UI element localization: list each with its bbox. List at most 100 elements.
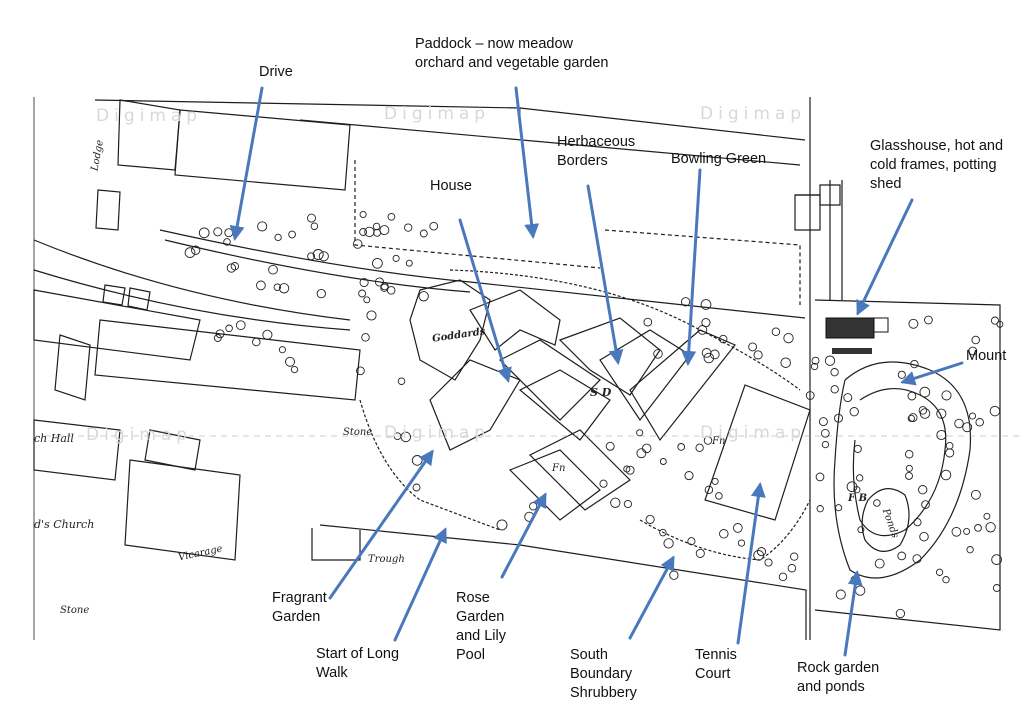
tree-symbol xyxy=(855,585,866,596)
tree-symbol xyxy=(715,492,723,500)
tree-symbol xyxy=(257,221,268,232)
tree-symbol xyxy=(764,558,773,567)
tree-symbol xyxy=(897,551,907,561)
tree-symbol xyxy=(701,348,712,358)
tree-symbol xyxy=(971,335,980,345)
tree-symbol xyxy=(908,318,919,329)
tree-symbol xyxy=(873,499,881,507)
tree-symbol xyxy=(262,329,273,340)
tree-symbol xyxy=(386,286,396,295)
tree-symbol xyxy=(811,356,820,365)
tree-symbol xyxy=(919,531,929,542)
tree-symbol xyxy=(853,444,862,453)
tree-symbol xyxy=(372,257,383,269)
tree-symbol xyxy=(936,429,947,441)
arrow-long-walk xyxy=(393,527,447,642)
label-tennis-court: Tennis Court xyxy=(695,647,737,682)
watermark: Digimap xyxy=(700,423,807,443)
tree-symbol xyxy=(288,230,296,239)
tree-symbol xyxy=(919,386,931,398)
watermark: Digimap xyxy=(700,104,807,124)
tree-symbol xyxy=(835,589,846,600)
tree-symbol xyxy=(968,412,977,420)
tree-symbol xyxy=(359,277,369,288)
tree-symbol xyxy=(412,483,421,492)
tree-symbol xyxy=(780,357,791,368)
arrow-tennis-court xyxy=(736,482,766,645)
tree-symbol xyxy=(225,324,233,333)
tree-symbol xyxy=(990,316,1000,325)
tree-symbol xyxy=(895,608,906,619)
tree-symbol xyxy=(278,283,290,294)
tree-symbol xyxy=(834,413,843,423)
tree-symbol xyxy=(641,443,652,454)
watermark: Digimap xyxy=(384,423,491,443)
map-text-sd: S D xyxy=(590,386,612,399)
watermark: Digimap xyxy=(86,425,193,445)
tree-symbol xyxy=(846,481,858,493)
tree-symbol xyxy=(659,528,667,537)
tree-symbol xyxy=(363,296,371,304)
tree-symbol xyxy=(970,489,981,500)
tree-symbol xyxy=(718,334,728,344)
tree-symbol xyxy=(610,497,621,508)
tree-symbol xyxy=(677,443,686,451)
tree-symbol xyxy=(945,448,955,458)
tree-symbol xyxy=(256,280,266,291)
glasshouse-block xyxy=(825,317,875,339)
tree-symbol xyxy=(910,359,919,369)
label-long-walk: Start of Long Walk xyxy=(316,646,400,681)
tree-symbol xyxy=(843,393,853,403)
tree-symbol xyxy=(364,226,375,238)
tree-symbol xyxy=(992,584,1001,592)
tree-symbol xyxy=(996,320,1004,328)
tree-symbol xyxy=(719,529,729,539)
tree-symbol xyxy=(687,537,696,546)
tree-symbol xyxy=(359,210,367,219)
tree-symbol xyxy=(936,408,947,419)
tree-symbol xyxy=(623,499,632,509)
tree-symbol xyxy=(700,299,712,310)
tree-symbol xyxy=(954,418,964,429)
tree-symbol xyxy=(935,568,944,576)
arrow-paddock xyxy=(514,86,540,239)
arrow-fragrant-garden xyxy=(328,449,434,600)
arrow-house xyxy=(458,218,512,383)
tree-symbol xyxy=(904,449,914,459)
tree-symbol xyxy=(919,408,931,419)
tree-symbol xyxy=(307,252,316,261)
tree-symbol xyxy=(252,337,261,347)
tree-symbols xyxy=(184,210,1004,619)
tree-symbol xyxy=(771,327,781,336)
tree-symbol xyxy=(783,332,794,344)
tree-symbol xyxy=(941,390,952,401)
tree-symbol xyxy=(962,422,973,433)
tree-symbol xyxy=(310,222,319,230)
tree-symbol xyxy=(372,222,381,231)
tree-symbol xyxy=(352,239,363,249)
tree-symbol xyxy=(669,570,679,580)
arrow-drive xyxy=(229,86,264,241)
tree-symbol xyxy=(849,407,859,417)
tree-symbol xyxy=(805,391,815,400)
tree-symbol xyxy=(818,417,828,427)
tree-symbol xyxy=(268,264,278,275)
label-mount: Mount xyxy=(966,348,1007,364)
tree-symbol xyxy=(753,350,763,360)
tree-symbol xyxy=(985,522,996,533)
tree-symbol xyxy=(184,247,196,258)
tree-symbol xyxy=(830,368,839,377)
annotation-arrows xyxy=(229,86,964,657)
tree-symbol xyxy=(918,406,928,415)
tree-symbol xyxy=(235,320,246,331)
map-text-fn: Fn xyxy=(552,463,566,474)
tree-symbol xyxy=(230,262,239,271)
tree-symbol xyxy=(418,291,429,302)
tree-symbol xyxy=(278,346,286,354)
tree-symbol xyxy=(737,539,746,547)
arrow-shrubbery xyxy=(628,555,675,640)
tree-symbol xyxy=(684,471,694,481)
label-rock-garden: Rock garden and ponds xyxy=(797,660,880,695)
tree-symbol xyxy=(778,572,788,582)
